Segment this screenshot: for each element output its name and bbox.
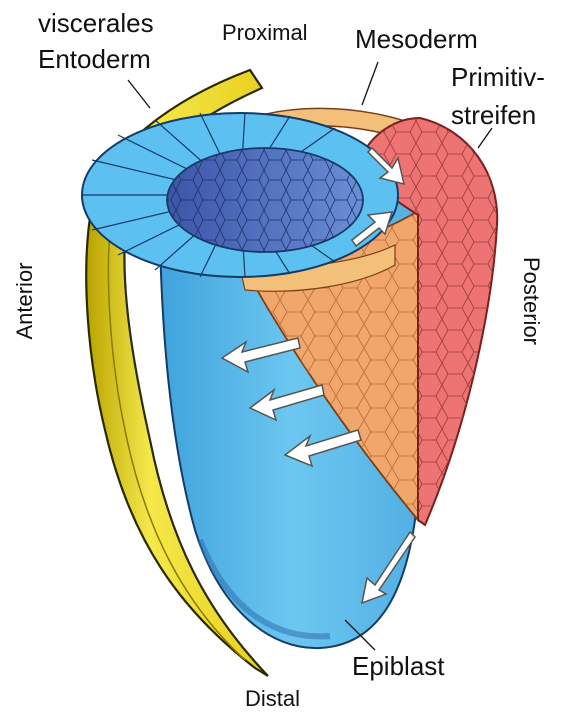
label-mesoderm: Mesoderm xyxy=(355,26,478,52)
label-anterior: Anterior xyxy=(14,251,36,351)
label-primitive-line2: streifen xyxy=(451,102,536,128)
label-primitive-line1: Primitiv- xyxy=(451,64,545,90)
label-proximal: Proximal xyxy=(222,22,308,44)
label-epiblast: Epiblast xyxy=(352,653,445,679)
label-visceral-line1: viscerales xyxy=(38,10,154,36)
label-posterior: Posterior xyxy=(520,246,542,356)
epiblast-ring xyxy=(82,113,398,277)
label-distal: Distal xyxy=(245,688,300,710)
label-visceral-line2: Entoderm xyxy=(38,46,151,72)
